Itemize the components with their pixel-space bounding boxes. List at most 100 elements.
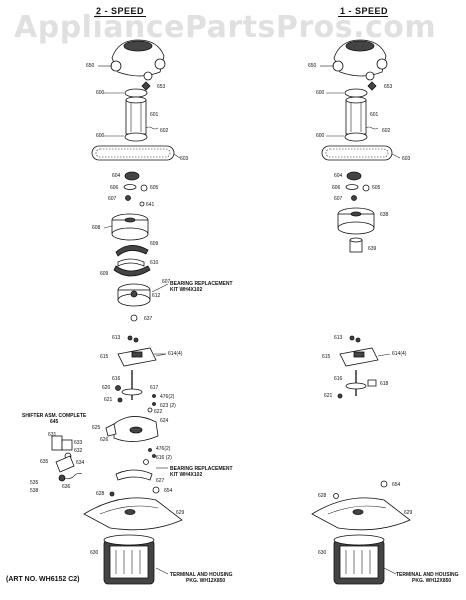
left-label-612: 612 xyxy=(152,293,161,299)
left-label-605: 605 xyxy=(150,185,159,191)
bearing-kit-note-upper: BEARING REPLACEMENT KIT WH4X102 xyxy=(170,281,233,293)
right-part-639 xyxy=(349,237,363,253)
right-label-602: 602 xyxy=(382,128,391,134)
left-part-612 xyxy=(117,283,151,307)
right-tube-601 xyxy=(345,96,367,135)
left-label-615: 615 xyxy=(100,354,109,360)
right-block-614 xyxy=(353,351,365,358)
right-label-653: 653 xyxy=(384,84,393,90)
right-label-628: 628 xyxy=(318,493,327,499)
right-label-616: 616 xyxy=(334,376,343,382)
right-label-603: 603 xyxy=(402,156,411,162)
right-part-653 xyxy=(367,81,377,91)
left-label-476a: 476(2) xyxy=(160,394,175,400)
right-pump-housing xyxy=(320,39,388,81)
left-spring-610 xyxy=(117,258,145,267)
left-label-538: 538 xyxy=(30,488,39,494)
left-part-637 xyxy=(130,314,138,322)
left-label-624: 624 xyxy=(160,418,169,424)
right-label-639: 639 xyxy=(368,246,377,252)
right-nut-607 xyxy=(351,195,357,201)
left-ring-600a xyxy=(124,88,148,98)
left-part-605 xyxy=(140,184,148,192)
left-tube-601 xyxy=(125,96,147,135)
left-column-parts xyxy=(51,39,183,585)
left-motor-630 xyxy=(103,534,155,585)
right-label-621: 621 xyxy=(324,393,333,399)
header-2-speed: 2 - SPEED xyxy=(96,6,145,16)
left-label-603: 603 xyxy=(180,156,189,162)
bearing-kit-note-lower: BEARING REPLACEMENT KIT WH4X102 xyxy=(170,466,233,478)
left-washer-606 xyxy=(123,184,137,190)
left-label-635: 635 xyxy=(40,459,49,465)
left-label-622: 622 xyxy=(154,409,163,415)
terminal-housing-note-left: TERMINAL AND HOUSING PKG. WH12X850 xyxy=(170,572,233,584)
left-label-636: 636 xyxy=(62,484,71,490)
right-label-613: 613 xyxy=(334,335,343,341)
right-label-638: 638 xyxy=(380,212,389,218)
right-part-618 xyxy=(367,379,377,387)
left-label-623a: 623 (2) xyxy=(160,403,176,409)
left-part-641 xyxy=(139,201,145,207)
left-part-613 xyxy=(127,335,139,343)
left-leader-lines xyxy=(103,92,181,575)
left-belt-603 xyxy=(91,145,175,161)
right-label-600b: 600 xyxy=(316,133,325,139)
left-part-653 xyxy=(141,81,151,91)
left-label-535: 535 xyxy=(30,480,39,486)
left-label-627: 627 xyxy=(156,478,165,484)
left-shoe-609b xyxy=(113,265,151,277)
left-label-606: 606 xyxy=(110,185,119,191)
right-label-605: 605 xyxy=(372,185,381,191)
left-label-634: 634 xyxy=(76,460,85,466)
art-number: (ART NO. WH6152 C2) xyxy=(6,576,80,583)
left-label-616b: 616 (2) xyxy=(156,455,172,461)
left-label-617: 617 xyxy=(150,385,159,391)
right-motor-630 xyxy=(333,534,385,585)
right-part-613 xyxy=(349,335,361,343)
left-label-476b: 476(2) xyxy=(156,446,171,452)
right-label-606: 606 xyxy=(332,185,341,191)
header-1-speed: 1 - SPEED xyxy=(340,6,389,16)
left-label-650: 650 xyxy=(86,63,95,69)
left-hardware-476-623 xyxy=(147,394,156,413)
right-base-629 xyxy=(311,497,411,531)
left-shaft-616 xyxy=(121,370,143,400)
left-label-610: 610 xyxy=(150,260,159,266)
left-label-632: 632 xyxy=(74,448,83,454)
left-part-625 xyxy=(105,423,117,437)
left-block-614 xyxy=(131,351,143,358)
left-label-630: 630 xyxy=(90,550,99,556)
left-label-654: 654 xyxy=(164,488,173,494)
left-label-601: 601 xyxy=(150,112,159,118)
header-2-speed-underline xyxy=(94,16,146,17)
right-spring-602 xyxy=(365,126,379,130)
left-label-607b: 607 xyxy=(162,279,171,285)
right-belt-603 xyxy=(321,145,393,161)
left-hardware-626 xyxy=(143,448,156,465)
right-column-parts xyxy=(311,39,411,585)
left-nut-607 xyxy=(125,195,131,201)
left-label-620: 620 xyxy=(102,385,111,391)
right-label-650: 650 xyxy=(308,63,317,69)
left-pump-housing xyxy=(98,39,166,81)
shifter-assembly-note: SHIFTER ASM. COMPLETE 645 xyxy=(22,413,87,425)
left-part-621 xyxy=(117,397,123,403)
left-label-637: 637 xyxy=(144,316,153,322)
left-base-629 xyxy=(83,497,183,531)
right-label-614: 614(4) xyxy=(392,351,407,357)
left-ring-600b xyxy=(124,132,148,142)
right-washer-606 xyxy=(345,184,359,190)
right-label-601: 601 xyxy=(370,112,379,118)
left-label-609a: 609 xyxy=(150,241,159,247)
right-label-607: 607 xyxy=(334,196,343,202)
left-label-616: 616 xyxy=(112,376,121,382)
left-shifter-assembly-645 xyxy=(51,435,83,482)
left-pulley-604 xyxy=(124,171,140,181)
left-label-602: 602 xyxy=(160,128,169,134)
right-pulley-604 xyxy=(346,171,362,181)
left-label-614: 614(4) xyxy=(168,351,183,357)
left-part-628 xyxy=(109,491,115,497)
right-label-618: 618 xyxy=(380,381,389,387)
